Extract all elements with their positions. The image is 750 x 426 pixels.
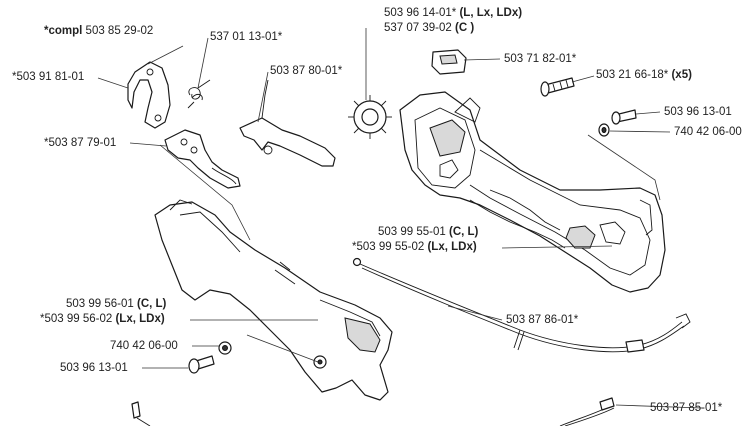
leader-lines <box>97 28 703 409</box>
label-503-99-55-02-number: *503 99 55-02 <box>352 241 425 253</box>
throttle-lockout-part <box>164 129 241 189</box>
label-503-99-55-02-suffix: (Lx, LDx) <box>427 241 477 253</box>
label-503-71-82-01: 503 71 82-01* <box>504 53 577 65</box>
screw-part <box>540 77 575 97</box>
throttle-cable-part <box>352 257 691 353</box>
left-handle-half <box>154 199 393 401</box>
label-compl-prefix: *compl <box>44 25 83 37</box>
label-503-99-56-02-suffix: (Lx, LDx) <box>115 313 165 325</box>
label-503-99-55-02: *503 99 55-02 (Lx, LDx) <box>352 240 477 254</box>
label-503-87-79-01: *503 87 79-01 <box>44 137 117 149</box>
label-503-87-80-01: 503 87 80-01* <box>270 65 343 77</box>
label-503-99-56-01-number: 503 99 56-01 <box>66 298 134 310</box>
label-compl: *compl 503 85 29-02 <box>44 24 153 38</box>
stop-switch-part <box>431 49 467 75</box>
label-537-01-13-01: 537 01 13-01* <box>210 31 283 43</box>
label-503-21-66-18: 503 21 66-18* (x5) <box>596 68 692 82</box>
label-503-99-56-01-suffix: (C, L) <box>137 298 167 310</box>
screw-washer-right <box>598 109 637 137</box>
label-537-07-39-02-suffix: (C ) <box>455 22 475 34</box>
label-503-99-55-01-suffix: (C, L) <box>449 226 479 238</box>
throttle-trigger-part <box>239 79 336 167</box>
label-503-87-86-01: 503 87 86-01* <box>506 314 579 326</box>
label-537-07-39-02: 537 07 39-02 (C ) <box>384 21 474 35</box>
label-740-42-06-00-left: 740 42 06-00 <box>110 340 178 352</box>
label-503-99-55-01: 503 99 55-01 (C, L) <box>378 225 478 239</box>
label-503-99-55-01-number: 503 99 55-01 <box>378 226 446 238</box>
label-503-99-56-01: 503 99 56-01 (C, L) <box>66 297 166 311</box>
label-503-96-14-01: 503 96 14-01* (L, Lx, LDx) <box>384 6 522 20</box>
label-740-42-06-00-right: 740 42 06-00 <box>674 126 742 138</box>
lock-bracket-part <box>127 61 171 129</box>
screw-washer-left <box>188 341 232 374</box>
label-503-21-66-18-suffix: (x5) <box>671 69 692 81</box>
short-cable-part <box>131 397 615 426</box>
spring-part <box>187 79 211 109</box>
label-503-96-14-01-number: 503 96 14-01* <box>384 7 457 19</box>
label-503-21-66-18-number: 503 21 66-18* <box>596 69 669 81</box>
rubber-ring-part <box>348 95 392 139</box>
label-compl-number: 503 85 29-02 <box>85 25 154 37</box>
label-503-99-56-02-number: *503 99 56-02 <box>40 313 113 325</box>
label-503-91-81-01: *503 91 81-01 <box>12 71 85 83</box>
label-503-96-14-01-suffix: (L, Lx, LDx) <box>459 7 523 19</box>
label-503-99-56-02: *503 99 56-02 (Lx, LDx) <box>40 312 165 326</box>
label-537-07-39-02-number: 537 07 39-02 <box>384 22 452 34</box>
label-503-96-13-01-left: 503 96 13-01 <box>60 362 128 374</box>
label-503-96-13-01-right: 503 96 13-01 <box>664 106 732 118</box>
right-handle-half <box>399 91 666 293</box>
label-503-87-85-01: 503 87 85-01* <box>650 402 723 414</box>
